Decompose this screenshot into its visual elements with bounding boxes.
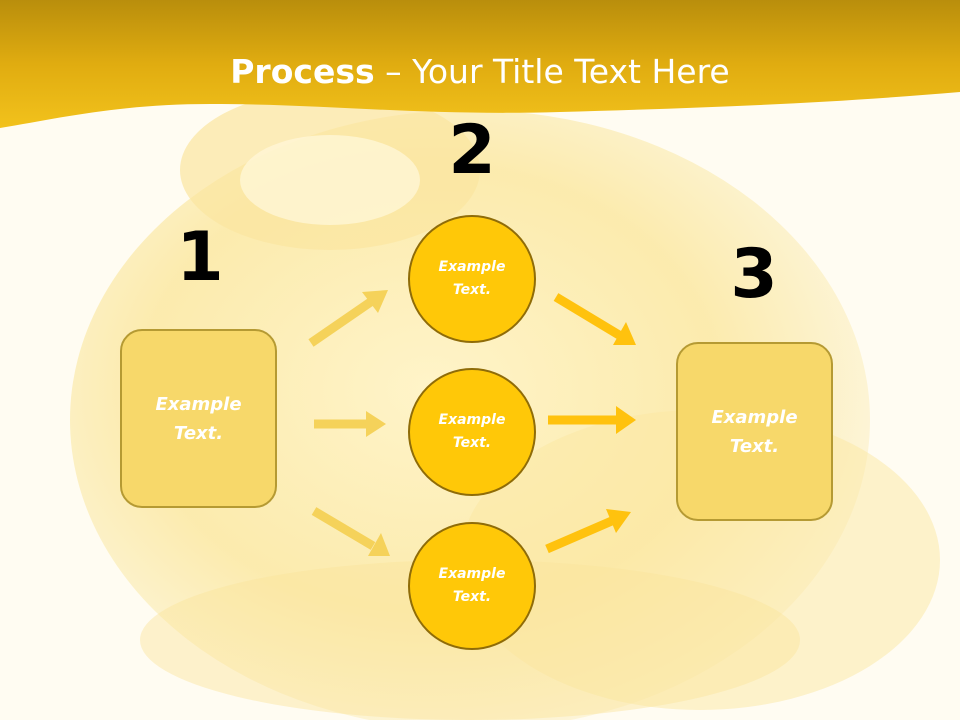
top-circle: Example Text. — [408, 215, 536, 343]
title-rest: – Your Title Text Here — [374, 52, 730, 91]
slide-title: Process – Your Title Text Here — [0, 52, 960, 91]
arrow-from-middle-circle — [548, 406, 636, 434]
right-process-box: Example Text. — [676, 342, 833, 521]
bottom-circle: Example Text. — [408, 522, 536, 650]
left-box-label: Example Text. — [155, 393, 242, 444]
arrow-to-middle-circle — [314, 411, 386, 437]
step-number-1: 1 — [176, 218, 224, 297]
arrow-to-bottom-circle — [311, 507, 390, 556]
bottom-circle-label: Example Text. — [438, 566, 506, 605]
arrow-from-bottom-circle — [545, 509, 631, 554]
step-number-3: 3 — [730, 235, 778, 314]
middle-circle: Example Text. — [408, 368, 536, 496]
arrow-to-top-circle — [308, 290, 388, 347]
right-box-label: Example Text. — [711, 406, 798, 457]
title-bold: Process — [230, 52, 375, 91]
arrow-from-top-circle — [553, 293, 636, 345]
step-number-2: 2 — [448, 111, 496, 190]
left-process-box: Example Text. — [120, 329, 277, 508]
top-circle-label: Example Text. — [438, 259, 506, 298]
middle-circle-label: Example Text. — [438, 412, 506, 451]
